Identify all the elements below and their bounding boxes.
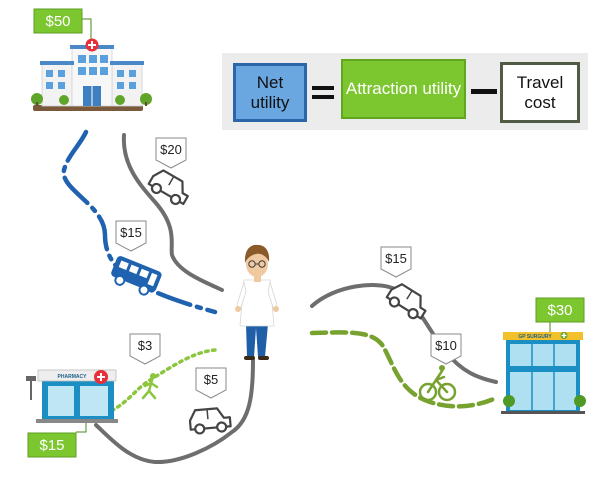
pharmacy-sign: PHARMACY: [58, 374, 88, 380]
cost-tag-car-hospital: $20: [155, 137, 187, 169]
hospital-cross-icon: [85, 38, 99, 52]
hospital-price-connector: [82, 18, 92, 39]
attraction-utility-label: Attraction utility: [345, 79, 462, 98]
car-icon: [147, 169, 189, 206]
cost-label-car-hospital: $20: [160, 142, 182, 157]
route-car-hospital: [121, 133, 224, 292]
cost-tag-walk-pharmacy: $3: [129, 333, 161, 365]
gp-price-label: $30: [547, 302, 572, 319]
gp-surgery-building: [501, 332, 586, 414]
minus-sign: [471, 89, 497, 94]
pharmacy-price-label: $15: [39, 437, 64, 454]
cost-label-car-gp: $15: [385, 251, 407, 266]
route-car-pharmacy: [94, 358, 255, 465]
cost-label-walk-pharmacy: $3: [138, 338, 152, 353]
hospital-price-label: $50: [45, 13, 70, 30]
net-utility-label: Net utility: [250, 72, 290, 112]
net-utility-box: Net utility: [233, 63, 307, 122]
travel-cost-label: Travel cost: [516, 72, 564, 112]
person-figure: [235, 244, 279, 360]
cost-label-bus-hospital: $15: [120, 225, 142, 240]
attraction-utility-box: Attraction utility: [341, 59, 466, 119]
cost-tag-bike-gp: $10: [430, 333, 462, 365]
pharmacy-price-tag: $15: [27, 432, 77, 458]
cost-label-car-pharmacy: $5: [204, 372, 218, 387]
cost-tag-car-pharmacy: $5: [195, 367, 227, 399]
cost-label-bike-gp: $10: [435, 338, 457, 353]
car-icon: [385, 283, 427, 320]
cost-tag-bus-hospital: $15: [115, 220, 147, 252]
hospital-price-tag: $50: [33, 8, 83, 34]
hospital-building: [31, 45, 152, 111]
pharmacy-building: [26, 369, 118, 423]
pharmacy-price-connector: [76, 423, 87, 433]
gp-surgery-sign: GP SURGURY: [518, 334, 552, 340]
cost-tag-car-gp: $15: [380, 246, 412, 278]
gp-cross-icon: [560, 332, 568, 339]
route-walk-pharmacy: [111, 348, 217, 412]
car-icon: [188, 407, 232, 435]
bus-icon: [111, 256, 162, 296]
bicycle-icon: [418, 365, 457, 402]
equals-sign: [312, 86, 334, 100]
walking-person-icon: [141, 373, 159, 400]
pharmacy-cross-icon: [94, 370, 108, 384]
travel-cost-box: Travel cost: [500, 62, 580, 123]
gp-price-tag: $30: [535, 297, 585, 323]
equation-panel: Net utility Attraction utility Travel co…: [222, 53, 588, 130]
route-bike-gp: [309, 330, 499, 409]
